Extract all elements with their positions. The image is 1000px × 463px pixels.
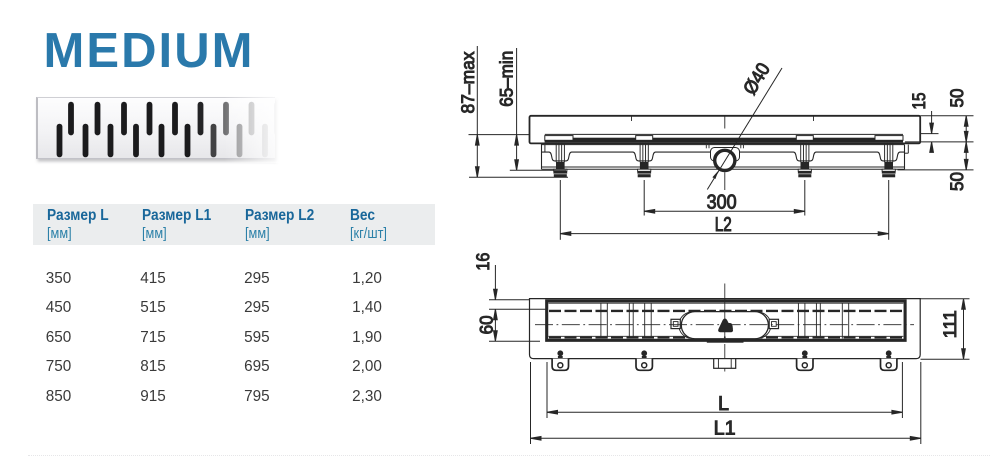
svg-text:L: L bbox=[718, 393, 729, 415]
svg-text:L2: L2 bbox=[715, 214, 732, 236]
svg-text:15: 15 bbox=[909, 93, 929, 110]
svg-text:Ø40: Ø40 bbox=[740, 60, 775, 99]
svg-text:50: 50 bbox=[947, 89, 967, 108]
svg-text:50: 50 bbox=[947, 172, 967, 191]
svg-text:60: 60 bbox=[477, 315, 497, 334]
svg-text:65–min: 65–min bbox=[496, 51, 516, 107]
svg-text:L1: L1 bbox=[714, 417, 736, 439]
svg-text:16: 16 bbox=[473, 253, 493, 271]
svg-text:300: 300 bbox=[707, 192, 737, 214]
svg-text:111: 111 bbox=[940, 310, 960, 338]
svg-text:87–max: 87–max bbox=[458, 52, 478, 114]
